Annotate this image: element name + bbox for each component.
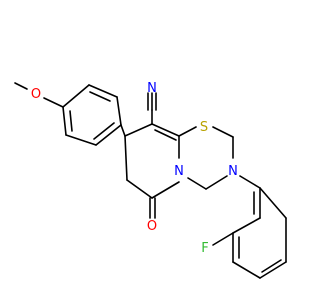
molecule-diagram: N S N N O O F [14, 81, 287, 279]
ring-nitrogen-2-label: N [228, 164, 238, 179]
bonds [14, 82, 287, 279]
methoxyphenyl-ring [62, 84, 122, 146]
bond-n-aryl [239, 175, 261, 189]
fluorine-label: F [201, 241, 208, 256]
ether-oxygen-label: O [31, 87, 41, 102]
ring-nitrogen-1-label: N [174, 164, 184, 179]
bond-c-f [212, 232, 234, 246]
nitrile-nitrogen-label: N [147, 81, 157, 96]
atom-labels: N S N N O O F [31, 81, 238, 256]
bond-methyl-o [14, 82, 28, 90]
carbonyl-oxygen-label: O [147, 219, 157, 234]
bond-o-aryl [43, 97, 64, 108]
sulfur-label: S [200, 120, 208, 135]
pyridone-ring [124, 123, 180, 199]
thiadiazine-ring [178, 126, 234, 190]
structure-canvas: N S N N O O F [14, 81, 287, 279]
fluorophenyl-ring [232, 187, 287, 279]
bond-aryl-c8 [120, 124, 126, 137]
